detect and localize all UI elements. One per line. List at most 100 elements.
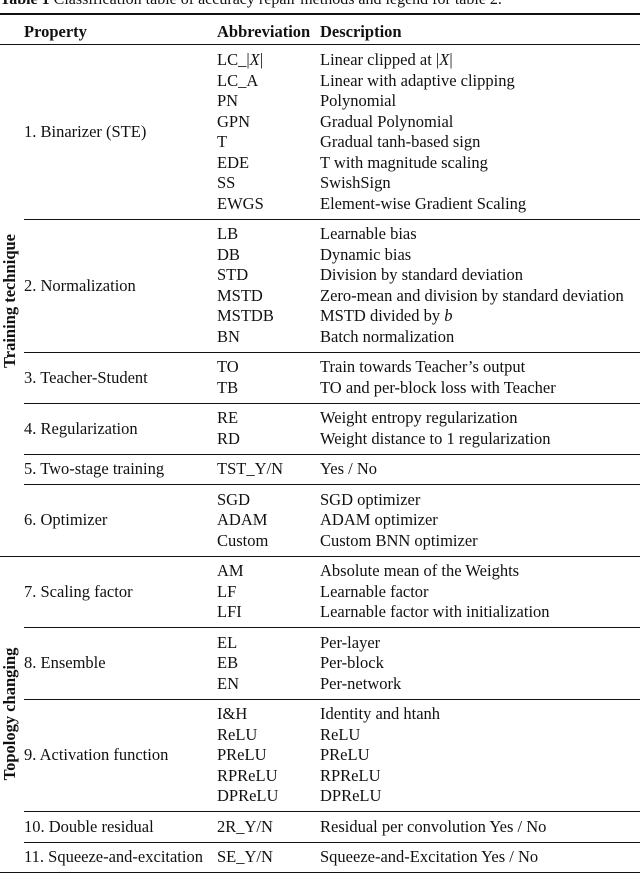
abbreviation-cell: EDE xyxy=(217,152,250,172)
abbreviation-cell: ReLU xyxy=(217,724,258,744)
abbreviation-cell: Custom xyxy=(217,530,269,550)
abbreviation-cell: TB xyxy=(217,377,239,397)
property-cell: 9. Activation function xyxy=(24,745,169,765)
section-label: Training technique xyxy=(0,233,19,368)
group-separator xyxy=(24,698,640,700)
abbreviation-cell: PReLU xyxy=(217,745,267,764)
description-cell: Polynomial xyxy=(320,91,397,110)
abbreviation-cell: I&H xyxy=(217,704,248,723)
bottom-rule xyxy=(0,872,640,873)
header-description: Description xyxy=(320,22,402,41)
abbreviation-cell: LB xyxy=(217,224,239,243)
abbreviation-cell: TST_Y/N xyxy=(217,459,283,478)
abbreviation-cell: BN xyxy=(217,326,240,346)
group-separator xyxy=(24,811,640,812)
description-cell: Learnable factor with initialization xyxy=(320,602,550,621)
section-label: Topology changing xyxy=(0,647,19,781)
description-cell: DPReLU xyxy=(320,786,382,805)
abbreviation-cell: EL xyxy=(217,632,238,652)
description-cell: MSTD divided by b xyxy=(320,306,453,325)
header-rule xyxy=(0,44,640,45)
property-cell: 5. Two-stage training xyxy=(24,459,165,479)
group-separator xyxy=(24,218,640,220)
property-cell: 4. Regularization xyxy=(24,418,138,438)
abbreviation-cell: MSTDB xyxy=(217,306,274,325)
abbreviation-cell: LC_A xyxy=(217,70,259,90)
description-cell: Yes / No xyxy=(320,459,378,478)
abbreviation-cell: LFI xyxy=(217,602,242,621)
abbreviation-cell: LC_|X| xyxy=(217,50,264,69)
abbreviation-cell: RD xyxy=(217,428,240,448)
description-cell: Linear with adaptive clipping xyxy=(320,70,515,90)
property-cell: 6. Optimizer xyxy=(24,510,108,530)
description-cell: Per-network xyxy=(320,673,402,693)
header-property: Property xyxy=(24,22,87,41)
property-cell: 7. Scaling factor xyxy=(24,581,133,601)
abbreviation-cell: EB xyxy=(217,653,239,672)
abbreviation-cell: EWGS xyxy=(217,193,264,213)
description-cell: Weight distance to 1 regularization xyxy=(320,428,551,448)
description-cell: Custom BNN optimizer xyxy=(320,530,478,550)
description-cell: Weight entropy regularization xyxy=(320,408,518,427)
section-rule xyxy=(0,555,640,557)
description-cell: Residual per convolution Yes / No xyxy=(320,816,547,836)
description-cell: Batch normalization xyxy=(320,326,455,346)
description-cell: Squeeze-and-Excitation Yes / No xyxy=(320,847,539,866)
description-cell: Per-block xyxy=(320,653,384,672)
header-abbreviation: Abbreviation xyxy=(217,22,311,41)
property-cell: 3. Teacher-Student xyxy=(24,367,148,387)
description-cell: ADAM optimizer xyxy=(320,510,438,529)
description-cell: TO and per-block loss with Teacher xyxy=(320,377,556,397)
description-cell: Element-wise Gradient Scaling xyxy=(320,193,527,213)
abbreviation-cell: DB xyxy=(217,244,240,264)
group-separator xyxy=(24,351,640,353)
description-cell: SGD optimizer xyxy=(320,489,421,509)
abbreviation-cell: GPN xyxy=(217,111,251,131)
group-separator xyxy=(24,627,640,628)
description-cell: RPReLU xyxy=(320,765,381,785)
description-cell: PReLU xyxy=(320,745,370,764)
abbreviation-cell: 2R_Y/N xyxy=(217,816,273,836)
description-cell: Absolute mean of the Weights xyxy=(320,561,520,580)
abbreviation-cell: STD xyxy=(217,265,249,284)
group-separator xyxy=(24,402,640,404)
abbreviation-cell: EN xyxy=(217,673,239,693)
description-cell: Linear clipped at |X| xyxy=(320,50,453,69)
property-cell: 2. Normalization xyxy=(24,275,136,295)
abbreviation-cell: T xyxy=(217,132,228,151)
abbreviation-cell: MSTD xyxy=(217,285,263,305)
description-cell: Identity and htanh xyxy=(320,704,441,723)
abbreviation-cell: SE_Y/N xyxy=(217,847,273,866)
group-separator xyxy=(24,841,640,843)
property-cell: 1. Binarizer (STE) xyxy=(24,122,147,141)
description-cell: Gradual tanh-based sign xyxy=(320,132,481,151)
description-cell: Train towards Teacher’s output xyxy=(320,357,526,376)
property-cell: 8. Ensemble xyxy=(24,653,106,673)
abbreviation-cell: AM xyxy=(217,561,244,580)
abbreviation-cell: RPReLU xyxy=(217,765,278,785)
description-cell: Gradual Polynomial xyxy=(320,111,454,131)
table-caption: Table 1 Classification table of accuracy… xyxy=(0,0,640,9)
description-cell: Learnable factor xyxy=(320,581,429,601)
description-cell: Learnable bias xyxy=(320,224,417,243)
description-cell: Dynamic bias xyxy=(320,244,412,264)
property-cell: 11. Squeeze-and-excitation xyxy=(24,847,203,867)
table-caption-text: Classification table of accuracy repair … xyxy=(54,0,502,8)
description-cell: ReLU xyxy=(320,724,361,744)
description-cell: Zero-mean and division by standard devia… xyxy=(320,285,624,305)
group-separator xyxy=(24,484,640,485)
top-rule xyxy=(0,13,640,15)
description-cell: Per-layer xyxy=(320,632,381,652)
table-caption-label: Table 1 xyxy=(0,0,50,8)
abbreviation-cell: SS xyxy=(217,173,236,192)
group-separator xyxy=(24,453,640,455)
abbreviation-cell: DPReLU xyxy=(217,786,279,805)
abbreviation-cell: TO xyxy=(217,357,239,376)
property-cell: 10. Double residual xyxy=(24,816,154,836)
abbreviation-cell: LF xyxy=(217,581,237,601)
abbreviation-cell: PN xyxy=(217,91,239,110)
description-cell: Division by standard deviation xyxy=(320,265,524,284)
abbreviation-cell: ADAM xyxy=(217,510,268,529)
description-cell: T with magnitude scaling xyxy=(320,152,488,172)
abbreviation-cell: SGD xyxy=(217,489,251,509)
